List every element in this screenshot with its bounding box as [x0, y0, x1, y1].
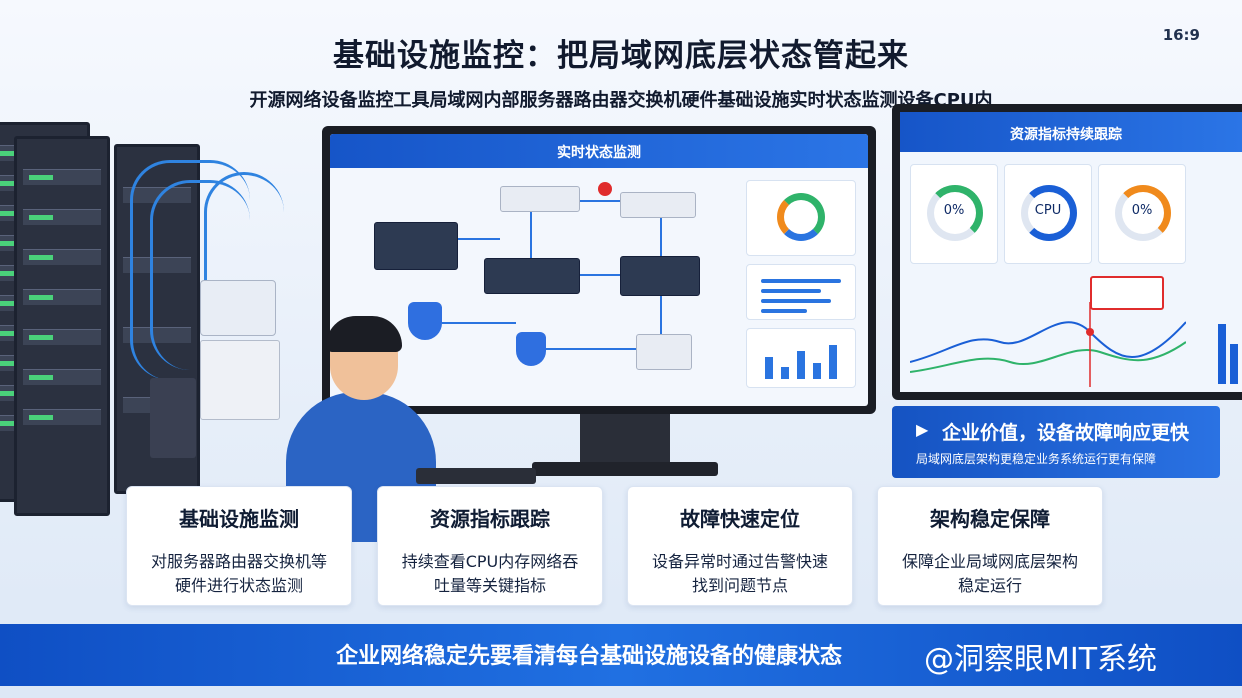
monitor-screen: 实时状态监测 [330, 134, 868, 406]
gauge-label: CPU [1034, 203, 1062, 218]
page-title: 基础设施监控：把局域网底层状态管起来 [333, 38, 909, 74]
watermark: @洞察眼MIT系统 [924, 642, 1158, 677]
monitor-base [532, 462, 718, 476]
main-monitor: 实时状态监测 [322, 126, 876, 414]
footer-banner: 企业网络稳定先要看清每台基础设施设备的健康状态 @洞察眼MIT系统 [0, 624, 1242, 686]
server-device [374, 222, 458, 270]
feature-card-desc: 对服务器路由器交换机等硬件进行状态监测 [150, 552, 327, 595]
storage-device [636, 334, 692, 370]
gauge-card: CPU [1004, 164, 1092, 264]
feature-card-desc: 设备异常时通过告警快速找到问题节点 [651, 552, 828, 595]
metrics-title: 资源指标持续跟踪 [1010, 127, 1122, 143]
page-subtitle: 开源网络设备监控工具局域网内部服务器路由器交换机硬件基础设施实时状态监测设备CP… [249, 90, 993, 111]
gauge-card: 0% [910, 164, 998, 264]
feature-card-title: 资源指标跟踪 [430, 507, 550, 531]
alert-icon [598, 182, 612, 196]
ups-device [200, 340, 280, 420]
switch-device [500, 186, 580, 212]
metrics-header-bar [900, 112, 1242, 152]
aspect-ratio-label: 16:9 [1162, 26, 1200, 44]
value-callout: ▶ 企业价值，设备故障响应更快 局域网底层架构更稳定业务系统运行更有保障 [892, 406, 1220, 478]
person-hair [326, 316, 402, 352]
feature-card: 故障快速定位 设备异常时通过告警快速找到问题节点 [627, 486, 853, 606]
donut-chart [777, 193, 825, 241]
value-callout-subtitle: 局域网底层架构更稳定业务系统运行更有保障 [916, 452, 1157, 466]
nas-device [200, 280, 276, 336]
bar-chart-panel [746, 328, 856, 388]
keyboard [416, 468, 536, 484]
monitor-header-bar [330, 134, 868, 168]
footer-text: 企业网络稳定先要看清每台基础设施设备的健康状态 [336, 644, 843, 669]
status-panel [746, 180, 856, 256]
feature-card-title: 基础设施监测 [179, 507, 299, 531]
monitor-stand [580, 414, 670, 466]
alert-popup [1090, 276, 1164, 310]
server-racks-illustration [0, 100, 290, 520]
metrics-screen: 资源指标持续跟踪 0% CPU 0% [900, 112, 1242, 392]
play-icon: ▶ [916, 420, 929, 439]
feature-card-title: 故障快速定位 [680, 507, 800, 531]
feature-card-desc: 持续查看CPU内存网络吞吐量等关键指标 [401, 552, 579, 595]
switch-device [620, 192, 696, 218]
gauge-value: 0% [1131, 203, 1153, 218]
feature-card-desc: 保障企业局域网底层架构稳定运行 [901, 552, 1078, 595]
feature-card: 基础设施监测 对服务器路由器交换机等硬件进行状态监测 [126, 486, 352, 606]
router-device [620, 256, 700, 296]
metrics-panel [746, 264, 856, 320]
feature-card-title: 架构稳定保障 [930, 507, 1050, 531]
tower-server [150, 378, 196, 458]
core-switch-device [484, 258, 580, 294]
gauge-card: 0% [1098, 164, 1186, 264]
shield-icon [408, 302, 442, 340]
server-rack [14, 136, 110, 516]
metrics-monitor: 资源指标持续跟踪 0% CPU 0% [892, 104, 1242, 400]
value-callout-title: 企业价值，设备故障响应更快 [942, 422, 1190, 444]
side-panel [1200, 164, 1242, 392]
gauge [1021, 185, 1077, 241]
gauge [927, 185, 983, 241]
feature-card: 架构稳定保障 保障企业局域网底层架构稳定运行 [877, 486, 1103, 606]
gauge [1115, 185, 1171, 241]
feature-card: 资源指标跟踪 持续查看CPU内存网络吞吐量等关键指标 [377, 486, 603, 606]
monitor-title: 实时状态监测 [557, 145, 641, 161]
shield-icon [516, 332, 546, 366]
trend-line-chart [910, 302, 1186, 387]
gauge-value: 0% [943, 203, 965, 218]
